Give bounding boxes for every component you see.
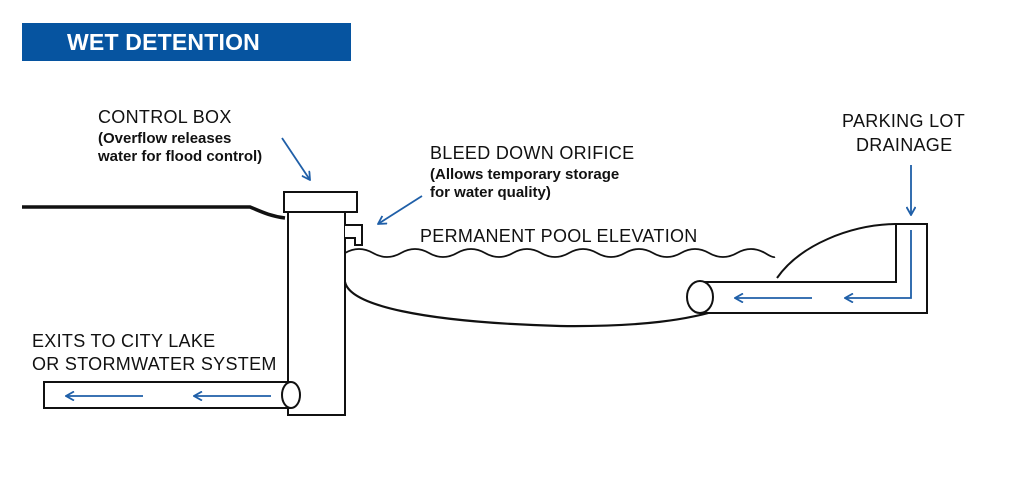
bleed-down-orifice xyxy=(345,224,363,246)
bleed-down-orifice-desc-1: (Allows temporary storage xyxy=(430,166,620,183)
title-banner: WET DETENTION xyxy=(22,23,351,61)
bleed-down-orifice-desc-2: for water quality) xyxy=(430,184,551,201)
control-box-desc-2: water for flood control) xyxy=(98,148,263,165)
outflow-pipe-opening xyxy=(281,381,301,409)
exit-label-1: EXITS TO CITY LAKE xyxy=(32,331,216,351)
diagram-title: WET DETENTION xyxy=(67,29,260,55)
pond-bottom xyxy=(343,281,726,328)
control-box-cap xyxy=(283,191,358,213)
bleed-down-orifice-label: BLEED DOWN ORIFICE xyxy=(430,143,635,163)
outflow-pipe xyxy=(43,381,291,409)
ground-line xyxy=(22,205,286,220)
control-box-riser xyxy=(287,211,346,416)
permanent-pool-label: PERMANENT POOL ELEVATION xyxy=(420,226,698,246)
water-surface xyxy=(344,248,776,259)
control-box-label: CONTROL BOX xyxy=(98,107,232,127)
exit-label-2: OR STORMWATER SYSTEM xyxy=(32,354,277,374)
inflow-pipe-opening xyxy=(686,280,714,314)
parking-lot-drainage-label-1: PARKING LOT xyxy=(842,111,965,131)
control-box-pointer-arrow xyxy=(281,137,310,180)
control-box-desc-1: (Overflow releases xyxy=(98,130,232,147)
embankment xyxy=(776,223,928,279)
parking-lot-drainage-label-2: DRAINAGE xyxy=(856,135,953,155)
inflow-pipe-arrow-1 xyxy=(845,230,912,298)
orifice-pointer-arrow xyxy=(378,195,423,224)
